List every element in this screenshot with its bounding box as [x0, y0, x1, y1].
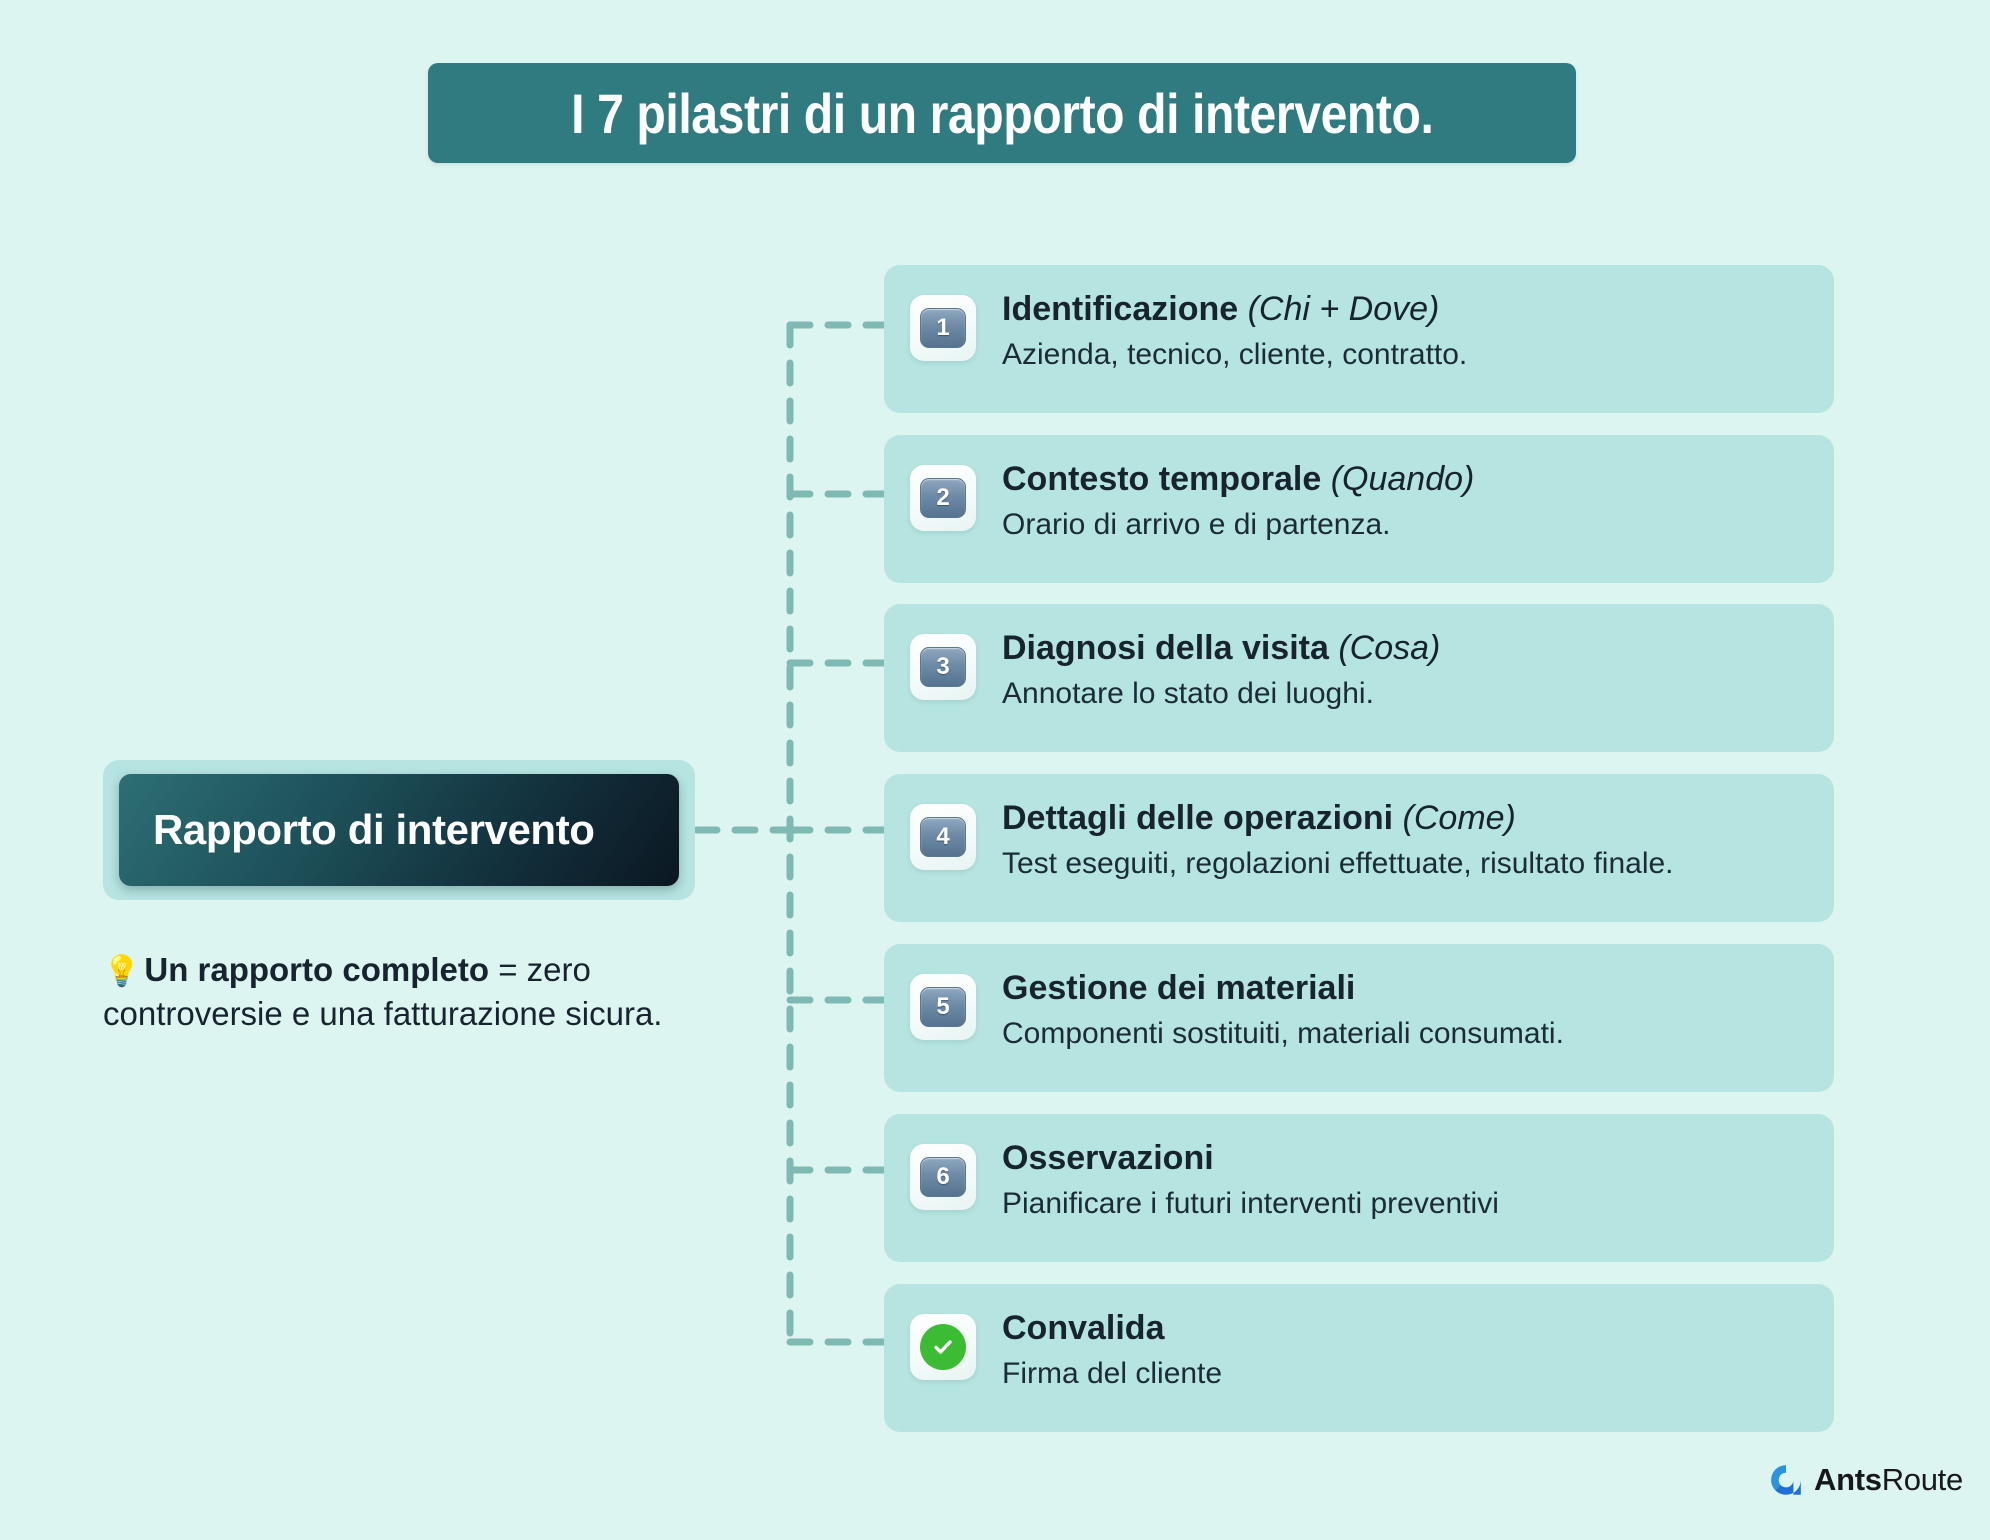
pillar-subtitle-2: Orario di arrivo e di partenza.: [1002, 508, 1391, 542]
pillar-card-4[interactable]: 4 Dettagli delle operazioni (Come) Test …: [884, 774, 1834, 922]
step-badge-plate-5: 5: [920, 987, 966, 1027]
pillar-title-main-3: Diagnosi della visita: [1002, 629, 1329, 667]
step-number-6: 6: [936, 1163, 950, 1190]
root-note-rest: = zero controversie e una fatturazione s…: [103, 951, 663, 1032]
pillar-title-5: Gestione dei materiali: [1002, 968, 1564, 1009]
step-number-3: 3: [936, 653, 950, 680]
pillar-title-2: Contesto temporale (Quando): [1002, 459, 1474, 500]
pillar-title-paren-1: (Chi + Dove): [1247, 290, 1440, 328]
pillar-subtitle-7: Firma del cliente: [1002, 1357, 1223, 1391]
step-badge-5: 5: [910, 974, 976, 1040]
pillar-card-2-text: Contesto temporale (Quando) Orario di ar…: [1002, 457, 1474, 544]
step-badge-plate-1: 1: [920, 308, 966, 348]
antsroute-logo-icon: [1771, 1465, 1801, 1495]
pillar-title-7: Convalida: [1002, 1308, 1222, 1349]
page-title: I 7 pilastri di un rapporto di intervent…: [570, 81, 1434, 145]
step-badge-3: 3: [910, 634, 976, 700]
pillar-title-main-2: Contesto temporale: [1002, 460, 1322, 498]
step-number-4: 4: [936, 823, 950, 850]
pillar-card-5-text: Gestione dei materiali Componenti sostit…: [1002, 966, 1564, 1053]
pillar-title-main-4: Dettagli delle operazioni: [1002, 799, 1394, 837]
step-number-2: 2: [936, 484, 950, 511]
step-number-1: 1: [936, 314, 950, 341]
root-node[interactable]: Rapporto di intervento: [103, 760, 695, 900]
pillar-subtitle-4: Test eseguiti, regolazioni effettuate, r…: [1002, 847, 1674, 881]
step-badge-1: 1: [910, 295, 976, 361]
step-badge-4: 4: [910, 804, 976, 870]
pillar-card-1-text: Identificazione (Chi + Dove) Azienda, te…: [1002, 287, 1467, 374]
pillar-title-main-5: Gestione dei materiali: [1002, 969, 1356, 1007]
pillar-subtitle-6: Pianificare i futuri interventi preventi…: [1002, 1187, 1499, 1221]
antsroute-logo: AntsRoute: [1769, 1462, 1963, 1498]
step-badge-plate-4: 4: [920, 817, 966, 857]
pillar-card-3-text: Diagnosi della visita (Cosa) Annotare lo…: [1002, 626, 1440, 713]
pillar-card-6-text: Osservazioni Pianificare i futuri interv…: [1002, 1136, 1499, 1223]
pillar-title-1: Identificazione (Chi + Dove): [1002, 289, 1467, 330]
pillar-card-2[interactable]: 2 Contesto temporale (Quando) Orario di …: [884, 435, 1834, 583]
pillar-title-paren-4: (Come): [1402, 799, 1516, 837]
pillar-card-7[interactable]: Convalida Firma del cliente: [884, 1284, 1834, 1432]
pillar-title-main-7: Convalida: [1002, 1309, 1165, 1347]
pillar-title-main-6: Osservazioni: [1002, 1139, 1214, 1177]
step-badge-7: [910, 1314, 976, 1380]
step-number-5: 5: [936, 993, 950, 1020]
step-badge-plate-2: 2: [920, 478, 966, 518]
antsroute-logo-text: AntsRoute: [1814, 1462, 1963, 1498]
root-node-box: Rapporto di intervento: [119, 774, 679, 886]
pillar-card-5[interactable]: 5 Gestione dei materiali Componenti sost…: [884, 944, 1834, 1092]
pillar-title-3: Diagnosi della visita (Cosa): [1002, 628, 1440, 669]
step-badge-plate-3: 3: [920, 647, 966, 687]
pillar-subtitle-3: Annotare lo stato dei luoghi.: [1002, 677, 1374, 711]
logo-name-light: Route: [1881, 1462, 1964, 1497]
root-node-label: Rapporto di intervento: [153, 806, 595, 853]
step-badge-2: 2: [910, 465, 976, 531]
check-circle-icon: [920, 1324, 966, 1370]
pillar-title-4: Dettagli delle operazioni (Come): [1002, 798, 1674, 839]
step-badge-plate-6: 6: [920, 1157, 966, 1197]
pillar-card-6[interactable]: 6 Osservazioni Pianificare i futuri inte…: [884, 1114, 1834, 1262]
title-banner: I 7 pilastri di un rapporto di intervent…: [428, 63, 1576, 163]
pillar-card-3[interactable]: 3 Diagnosi della visita (Cosa) Annotare …: [884, 604, 1834, 752]
pillar-title-paren-3: (Cosa): [1338, 629, 1441, 667]
pillar-title-paren-2: (Quando): [1330, 460, 1475, 498]
pillar-subtitle-1: Azienda, tecnico, cliente, contratto.: [1002, 338, 1468, 372]
pillar-card-7-text: Convalida Firma del cliente: [1002, 1306, 1222, 1393]
root-note: 💡Un rapporto completo = zero controversi…: [103, 948, 743, 1035]
lightbulb-icon: 💡: [103, 955, 141, 988]
pillar-card-1[interactable]: 1 Identificazione (Chi + Dove) Azienda, …: [884, 265, 1834, 413]
root-note-bold: Un rapporto completo: [144, 951, 490, 988]
logo-name-bold: Ants: [1814, 1462, 1882, 1497]
pillar-title-main-1: Identificazione: [1002, 290, 1239, 328]
pillar-subtitle-5: Componenti sostituiti, materiali consuma…: [1002, 1017, 1564, 1051]
pillar-title-6: Osservazioni: [1002, 1138, 1499, 1179]
pillar-card-4-text: Dettagli delle operazioni (Come) Test es…: [1002, 796, 1674, 883]
step-badge-6: 6: [910, 1144, 976, 1210]
